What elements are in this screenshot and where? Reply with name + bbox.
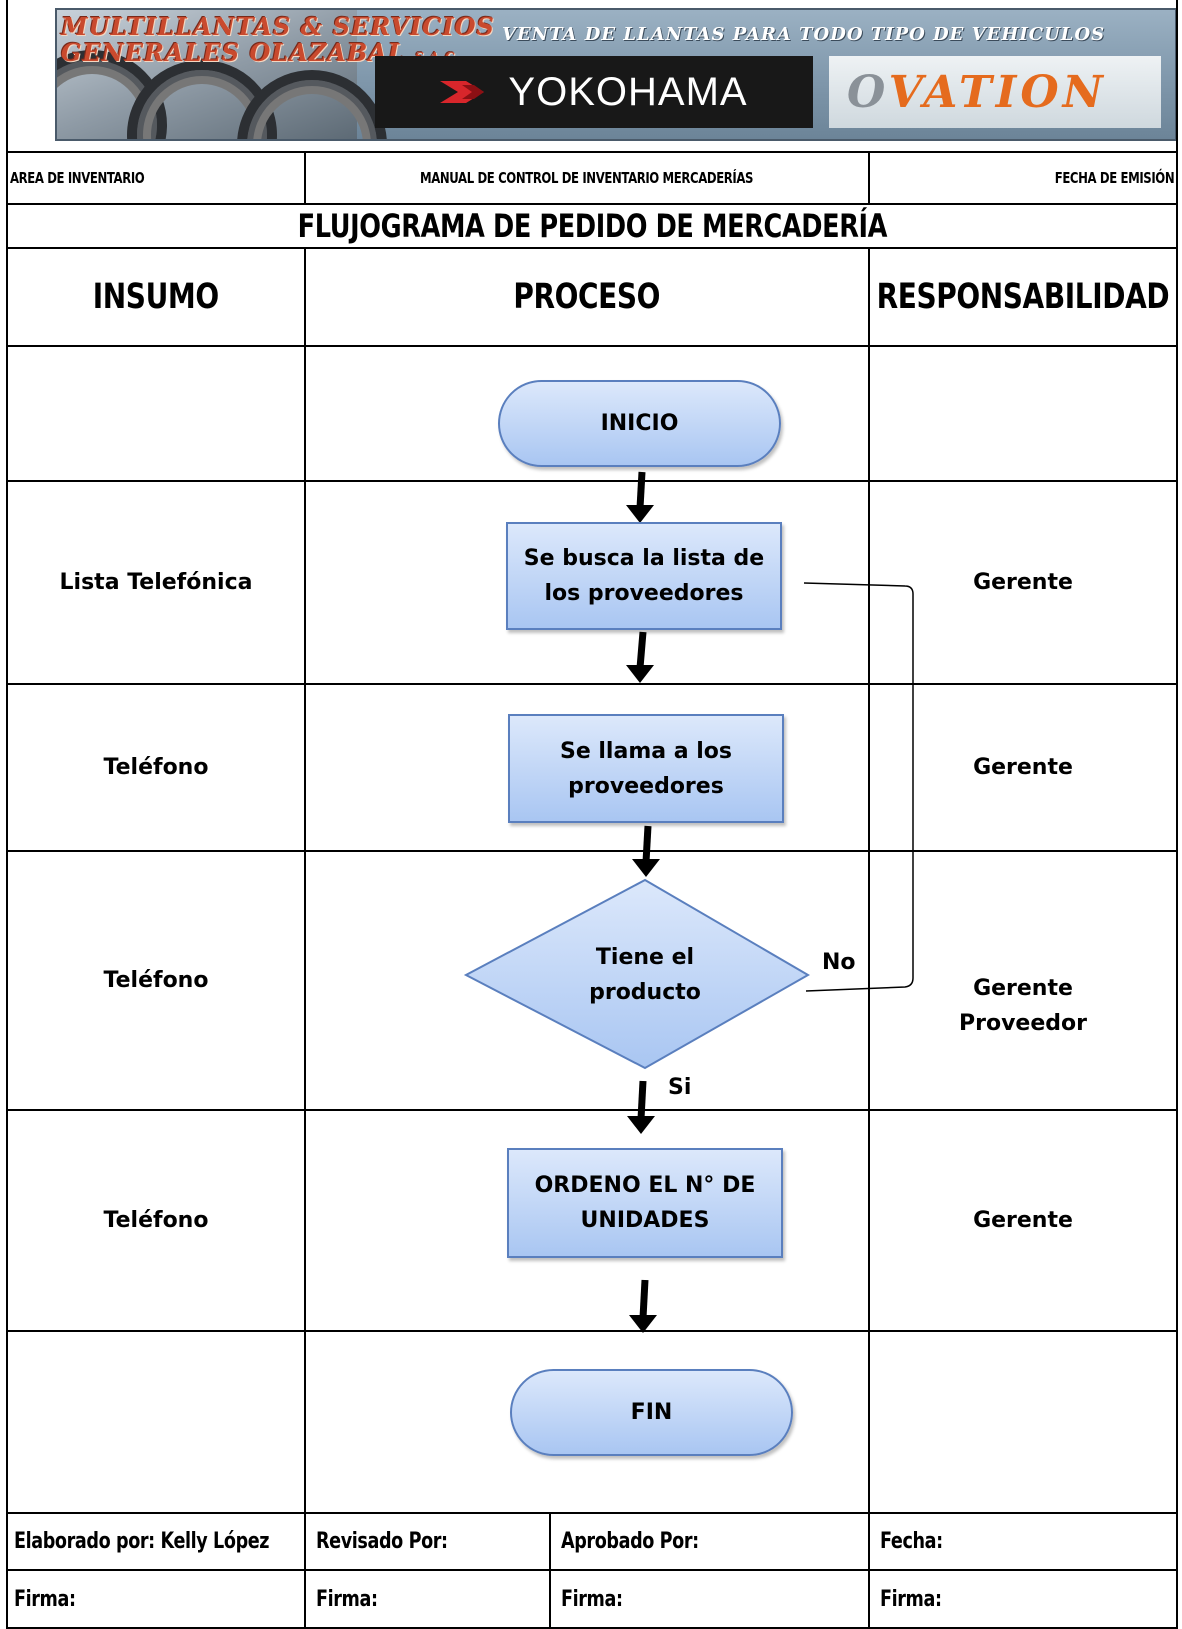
process-box: Se busca la lista de los proveedores	[506, 522, 782, 630]
responsabilidad-label: Gerente	[973, 1208, 1073, 1233]
flow-arrow	[632, 825, 660, 877]
yokohama-chevron-icon	[440, 81, 485, 103]
page-title: FLUJOGRAMA DE PEDIDO DE MERCADERÍA	[297, 207, 887, 245]
firma-label: Firma:	[561, 1586, 623, 1612]
ovation-logo: OVATION	[829, 56, 1161, 128]
responsabilidad-heading: RESPONSABILIDAD	[876, 277, 1170, 317]
proceso-heading: PROCESO	[513, 277, 661, 317]
end-label: FIN	[630, 1400, 673, 1425]
column-header-responsabilidad: RESPONSABILIDAD	[870, 249, 1176, 345]
insumo-cell: Teléfono	[8, 1111, 304, 1330]
insumo-label: Lista Telefónica	[59, 570, 253, 595]
header-date-cell: FECHA DE EMISIÓN	[870, 153, 1174, 203]
column-header-proceso: PROCESO	[306, 249, 868, 345]
responsabilidad-cell: Gerente	[870, 1111, 1176, 1330]
flow-arrow	[629, 1279, 657, 1333]
insumo-heading: INSUMO	[92, 277, 220, 317]
firma-label: Firma:	[14, 1586, 76, 1612]
footer-firma-cell: Firma:	[316, 1571, 549, 1627]
company-banner: MULTILLANTAS & SERVICIOS GENERALES OLAZA…	[55, 8, 1177, 141]
footer-firma-cell: Firma:	[14, 1571, 304, 1627]
footer-elaborado-cell: Elaborado por: Kelly López	[14, 1514, 304, 1569]
insumo-cell: Teléfono	[8, 852, 304, 1109]
responsabilidad-cell: Gerente	[870, 482, 1176, 683]
fecha-emision-label: FECHA DE EMISIÓN	[1054, 169, 1174, 187]
responsabilidad-cell: Gerente	[870, 685, 1176, 850]
process-box: ORDENO EL N° DE UNIDADES	[507, 1148, 783, 1258]
aprobado-label: Aprobado Por:	[561, 1529, 699, 1554]
flow-arrow	[626, 631, 654, 683]
insumo-cell: Teléfono	[8, 685, 304, 850]
start-label: INICIO	[600, 411, 679, 436]
column-header-insumo: INSUMO	[8, 249, 304, 345]
process-box: Se llama a los proveedores	[508, 714, 784, 823]
process-label: ORDENO EL N° DE UNIDADES	[534, 1173, 756, 1233]
decision-diamond	[463, 878, 811, 1070]
company-name-line1: MULTILLANTAS & SERVICIOS	[61, 12, 495, 41]
insumo-label: Teléfono	[103, 968, 209, 993]
branch-no-label: No	[822, 950, 856, 975]
manual-label: MANUAL DE CONTROL DE INVENTARIO MERCADER…	[420, 169, 754, 187]
insumo-label: Teléfono	[103, 1208, 209, 1233]
decision-label: Tiene el producto	[589, 945, 701, 1005]
banner-slogan: VENTA DE LLANTAS PARA TODO TIPO DE VEHIC…	[502, 24, 1106, 45]
responsabilidad-label: Gerente	[973, 570, 1073, 595]
revisado-label: Revisado Por:	[316, 1529, 448, 1554]
yokohama-wordmark: YOKOHAMA	[508, 69, 748, 114]
ovation-wordmark: OVATION	[847, 66, 1107, 118]
banner-tires-image	[57, 10, 387, 139]
process-label: Se busca la lista de los proveedores	[523, 546, 765, 606]
responsabilidad-label: Gerente Proveedor	[959, 975, 1087, 1036]
responsabilidad-cell: Gerente Proveedor	[870, 852, 1176, 1109]
start-terminator: INICIO	[498, 380, 781, 467]
footer-aprobado-cell: Aprobado Por:	[561, 1514, 868, 1569]
decision-text-box: Tiene el producto	[530, 925, 760, 1025]
flow-arrow	[627, 1080, 655, 1134]
responsabilidad-label: Gerente	[973, 755, 1073, 780]
footer-firma-cell: Firma:	[561, 1571, 868, 1627]
header-manual-cell: MANUAL DE CONTROL DE INVENTARIO MERCADER…	[306, 153, 868, 203]
firma-label: Firma:	[316, 1586, 378, 1612]
footer-fecha-cell: Fecha:	[880, 1514, 1176, 1569]
elaborado-label: Elaborado por: Kelly López	[14, 1529, 270, 1554]
process-label: Se llama a los proveedores	[559, 738, 733, 799]
header-area-cell: AREA DE INVENTARIO	[10, 153, 302, 203]
no-loop-connector	[803, 582, 914, 992]
yokohama-logo: YOKOHAMA	[375, 56, 813, 128]
insumo-label: Teléfono	[103, 755, 209, 780]
fecha-label: Fecha:	[880, 1529, 943, 1554]
title-cell: FLUJOGRAMA DE PEDIDO DE MERCADERÍA	[8, 205, 1176, 247]
flow-arrow	[626, 471, 654, 523]
firma-label: Firma:	[880, 1586, 942, 1612]
branch-si-label: Si	[668, 1075, 692, 1100]
end-terminator: FIN	[510, 1369, 793, 1456]
footer-firma-cell: Firma:	[880, 1571, 1176, 1627]
footer-revisado-cell: Revisado Por:	[316, 1514, 549, 1569]
insumo-cell: Lista Telefónica	[8, 482, 304, 683]
area-label: AREA DE INVENTARIO	[10, 169, 145, 187]
